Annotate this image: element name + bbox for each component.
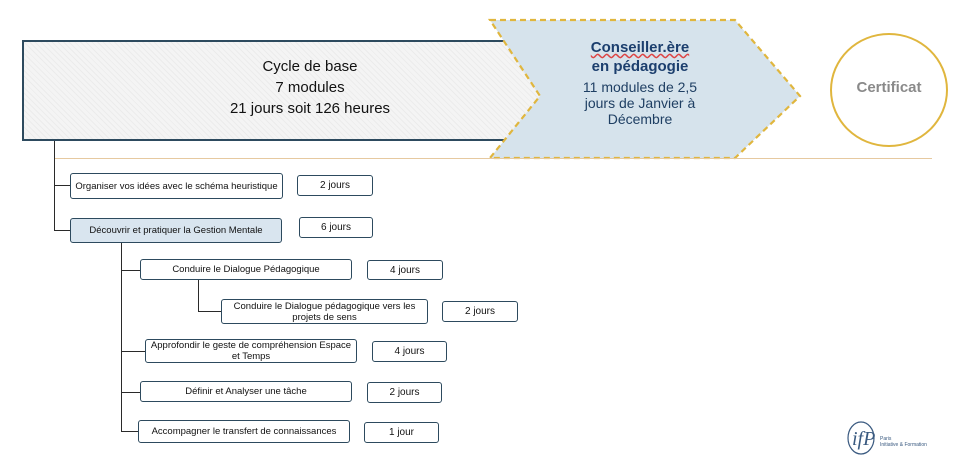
node-label: Découvrir et pratiquer la Gestion Mental… <box>89 225 263 236</box>
node-espace-et-temps: Approfondir le geste de compréhension Es… <box>145 339 357 363</box>
days-badge: 2 jours <box>297 175 373 196</box>
days-badge: 2 jours <box>442 301 518 322</box>
ifp-logo: ifP <box>847 421 875 455</box>
node-label: Définir et Analyser une tâche <box>185 386 307 397</box>
logo-letters: ifP <box>852 428 875 450</box>
tree-trunk-line <box>54 141 55 231</box>
sub-branch-line <box>198 280 199 312</box>
conseiller-text: Conseiller.ère en pédagogie 11 modules d… <box>565 38 715 127</box>
days-badge: 2 jours <box>367 382 442 403</box>
separator-line <box>54 158 932 159</box>
connector-line <box>198 311 221 312</box>
node-transfert-connaissances: Accompagner le transfert de connaissance… <box>138 420 350 443</box>
branch-line <box>121 240 122 432</box>
connector-line <box>121 392 140 393</box>
conseiller-title-2: en pédagogie <box>591 58 689 75</box>
cycle-line-1: Cycle de base <box>262 58 358 75</box>
node-label: Organiser vos idées avec le schéma heuri… <box>75 180 278 192</box>
logo-name-1: Paris <box>880 436 892 442</box>
days-badge: 4 jours <box>367 260 443 280</box>
node-projets-de-sens: Conduire le Dialogue pédagogique vers le… <box>221 299 428 324</box>
node-schema-heuristique: Organiser vos idées avec le schéma heuri… <box>70 173 283 199</box>
node-label: Conduire le Dialogue Pédagogique <box>172 264 320 275</box>
cycle-de-base-box <box>22 40 542 141</box>
cycle-line-2: 7 modules <box>275 79 345 96</box>
node-gestion-mentale: Découvrir et pratiquer la Gestion Mental… <box>70 218 282 243</box>
logo-name: Paris Initiative & Formation <box>880 436 927 448</box>
days-badge: 1 jour <box>364 422 439 443</box>
connector-line <box>54 230 70 231</box>
node-label: Accompagner le transfert de connaissance… <box>151 426 337 437</box>
cycle-line-3: 21 jours soit 126 heures <box>229 100 391 117</box>
certificat-label: Certificat <box>856 79 922 96</box>
connector-line <box>121 431 138 432</box>
days-badge: 4 jours <box>372 341 447 362</box>
conseiller-sub-3: Décembre <box>607 111 673 127</box>
certificat-circle <box>830 33 948 147</box>
node-label: Conduire le Dialogue pédagogique vers le… <box>233 300 416 323</box>
connector-line <box>121 270 140 271</box>
conseiller-title-1: Conseiller.ère <box>590 39 690 56</box>
connector-line <box>54 185 70 186</box>
cycle-de-base-text: Cycle de base 7 modules 21 jours soit 12… <box>180 56 440 119</box>
conseiller-sub-2: jours de Janvier à <box>584 95 696 111</box>
node-analyser-tache: Définir et Analyser une tâche <box>140 381 352 402</box>
connector-line <box>121 351 145 352</box>
logo-name-2: Initiative & Formation <box>880 441 927 448</box>
days-badge: 6 jours <box>299 217 373 238</box>
node-label: Approfondir le geste de compréhension Es… <box>150 340 352 362</box>
node-dialogue-pedagogique: Conduire le Dialogue Pédagogique <box>140 259 352 280</box>
conseiller-sub-1: 11 modules de 2,5 <box>582 79 698 95</box>
